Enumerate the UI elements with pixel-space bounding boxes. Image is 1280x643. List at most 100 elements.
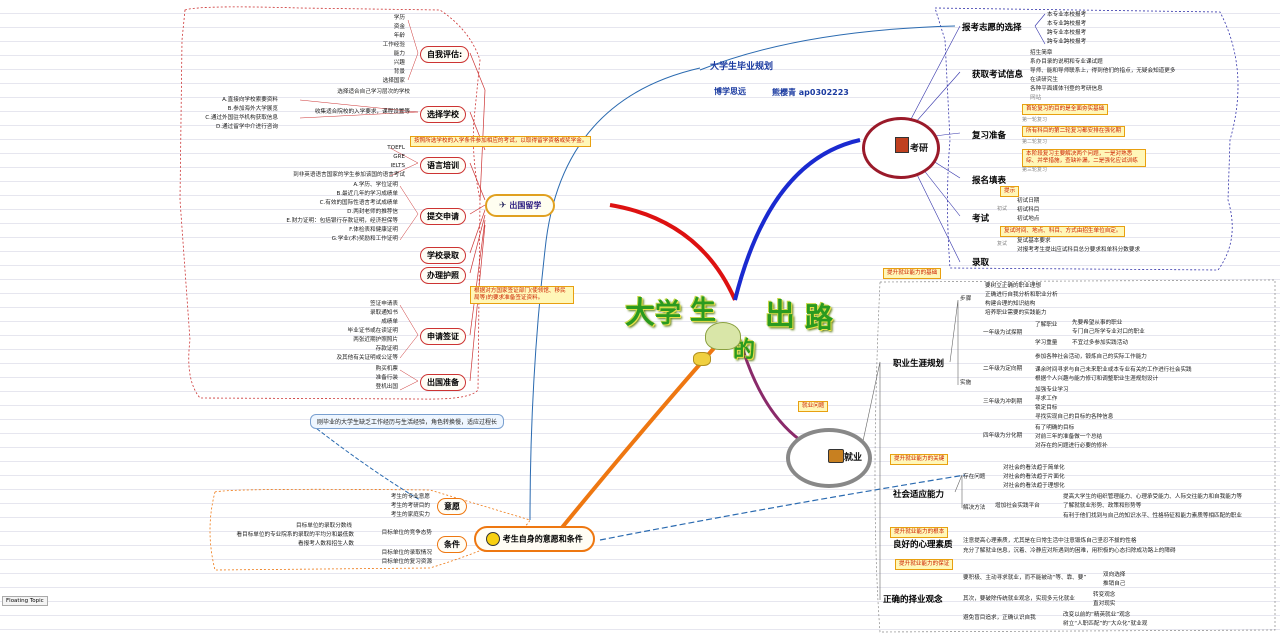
lang-item[interactable]: GRE (393, 154, 405, 160)
year4-item[interactable]: 有了明确的目标 (1035, 425, 1075, 431)
info-item[interactable]: 招生简章 (1030, 50, 1053, 56)
cond-item[interactable]: 看报考人数和招生人数 (298, 541, 354, 547)
view-line-sub[interactable]: 推销自己 (1103, 581, 1126, 587)
career-step[interactable]: 正确进行自我分析和职业分析 (985, 292, 1058, 298)
node-career-view[interactable]: 正确的择业观念 (883, 595, 943, 605)
year1-item[interactable]: 学习重量 (1035, 340, 1058, 346)
exam-retest-note[interactable]: 复试时间、地点、科目、方式由招生单位自定。 (1000, 226, 1126, 237)
visa-item[interactable]: 签证申请表 (370, 301, 398, 307)
info-item[interactable]: 各种平面媒体刊登的考研信息 (1030, 86, 1103, 92)
depart-item[interactable]: 登机出国 (375, 384, 398, 390)
node-mental-quality[interactable]: 良好的心理素质 (893, 540, 953, 550)
career-step[interactable]: 培养职业需要的实践能力 (985, 310, 1047, 316)
cond-item[interactable]: 目标单位的录取情况 (381, 550, 432, 556)
review-round3[interactable]: 本阶段复习主要解决两个问题，一是对熟悉综、并举措施，查缺补漏，二是强化应试训练 (1022, 149, 1146, 167)
self-item[interactable]: 能力 (393, 51, 405, 57)
self-item[interactable]: 资金 (393, 24, 405, 30)
depart-item[interactable]: 购买机票 (375, 366, 398, 372)
will-item[interactable]: 考生的考研目的 (390, 503, 430, 509)
year1-sub[interactable]: 先要希望从事的职业 (1072, 320, 1123, 326)
branch-abroad[interactable]: ✈ 出国留学 (485, 194, 556, 217)
node-language[interactable]: 语言培训 (420, 157, 466, 174)
choose-item[interactable]: 本专业本校报考 (1047, 12, 1087, 18)
node-will[interactable]: 意愿 (437, 498, 467, 515)
node-career-plan[interactable]: 职业生涯规划 (893, 359, 945, 369)
apply-item[interactable]: G.学业(术)奖励和工作证明 (331, 236, 398, 242)
node-review-prep[interactable]: 复习准备 (972, 131, 1007, 141)
branch-job[interactable]: 就业 (786, 428, 872, 488)
self-item[interactable]: 选择国家 (382, 78, 405, 84)
year4-item[interactable]: 对存在的问题进行必要的修补 (1035, 443, 1108, 449)
node-social-adapt[interactable]: 社会适应能力 (893, 490, 945, 500)
year3-item[interactable]: 寻找实现自己的目标的各种信息 (1035, 414, 1114, 420)
cond-item[interactable]: 看目标单位的专业院系的录取的平均分和最低数 (236, 532, 354, 538)
apply-item[interactable]: A.学历、学位证明 (353, 182, 398, 188)
view-line[interactable]: 避免盲目追求，正确认识自我 (963, 615, 1036, 621)
school-note[interactable]: 选择适合自己学习层次的学校 (337, 89, 410, 95)
career-step[interactable]: 构建合理的知识结构 (985, 301, 1036, 307)
apply-item[interactable]: D.两封老师的推荐信 (347, 209, 398, 215)
floating-topic[interactable]: Floating Topic (2, 596, 48, 606)
school-item[interactable]: B.参加海外大学展览 (227, 106, 278, 112)
social-tag[interactable]: 提升就业能力的关键 (890, 454, 949, 465)
social-exist-item[interactable]: 对社会的看法趋于理想化 (1003, 483, 1065, 489)
visa-item[interactable]: 及其他有关证明或公证等 (336, 355, 398, 361)
visa-item[interactable]: 成绩单 (381, 319, 398, 325)
apply-item[interactable]: B.最近几年的学习成绩单 (336, 191, 398, 197)
exam-item[interactable]: 初试日期 (1017, 198, 1040, 204)
lang-item[interactable]: TOEFL (387, 145, 405, 151)
school-item[interactable]: A.直接向学校索要资料 (222, 97, 278, 103)
year1-sub[interactable]: 不宜过多参加实践活动 (1072, 340, 1128, 346)
view-line-sub[interactable]: 改变以前的“精英就业”观念 (1063, 612, 1131, 618)
exam-retest-item[interactable]: 对报考考生提出应试科目总分要求和单科分数要求 (1017, 247, 1141, 253)
visa-item[interactable]: 毕业证书或在读证明 (347, 328, 398, 334)
year3-item[interactable]: 锁定目标 (1035, 405, 1058, 411)
node-apply-visa[interactable]: 申请签证 (420, 328, 466, 345)
self-item[interactable]: 兴趣 (393, 60, 405, 66)
node-depart-prep[interactable]: 出国准备 (420, 374, 466, 391)
node-register[interactable]: 报名填表 (972, 176, 1007, 186)
lang-item[interactable]: IELTS (390, 163, 406, 169)
will-item[interactable]: 考生的专业意愿 (390, 494, 430, 500)
info-item[interactable]: 在读研究生 (1030, 77, 1058, 83)
mind-item[interactable]: 注意提高心理素质，尤其是在日常生活中注意锻炼自己坚忍不拔的性格 (963, 538, 1137, 544)
year1-item[interactable]: 了解职业 (1035, 322, 1058, 328)
choose-item[interactable]: 跨专业本校报考 (1047, 30, 1087, 36)
brand-heading[interactable]: 博学思远 (714, 87, 746, 96)
note-exam-qualify[interactable]: 按照所选学校的入学条件参加相应的考试，以取得留学资格或奖学金。 (410, 136, 592, 147)
year4-label[interactable]: 四年级为分化期 (983, 433, 1023, 439)
social-solve-item[interactable]: 有利于他们找到与自己的知识水平、性格特征和能力素质等相匹配的职业 (1063, 513, 1243, 519)
visa-item[interactable]: 存款证明 (375, 346, 398, 352)
year4-item[interactable]: 对前三年的准备做一个总结 (1035, 434, 1103, 440)
info-item[interactable]: 导师、能和导师联系上，得到他们的指点，无疑会知道更多 (1030, 68, 1176, 74)
view-tag[interactable]: 提升就业能力的保证 (895, 559, 954, 570)
year3-label[interactable]: 三年级为冲刺期 (983, 399, 1023, 405)
author-heading[interactable]: 熊樱青 ap0302223 (772, 88, 849, 97)
lang-item[interactable]: 到非英语语言国家的学生参加该国的语言考试 (293, 172, 405, 178)
exam-item[interactable]: 初试科目 (1017, 207, 1040, 213)
mind-tag[interactable]: 提升就业能力的根本 (890, 527, 949, 538)
exam-item[interactable]: 初试地点 (1017, 216, 1040, 222)
view-line-sub[interactable]: 转变观念 (1093, 592, 1116, 598)
visa-item[interactable]: 两张近期护照照片 (353, 337, 398, 343)
year2-item[interactable]: 根据个人兴趣与能力修订和调整职业生涯规划设计 (1035, 376, 1159, 382)
visa-item[interactable]: 录取通知书 (370, 310, 398, 316)
node-exam-info[interactable]: 获取考试信息 (972, 70, 1024, 80)
note-visa-docs[interactable]: 根据对方国家签证部门(使领馆、移民局等)的要求准备签证资料。 (470, 286, 574, 304)
node-exam[interactable]: 考试 (972, 214, 990, 224)
branch-own-condition[interactable]: 考生自身的意愿和条件 (474, 526, 595, 552)
social-solve-mid[interactable]: 增加社会实践平台 (995, 503, 1040, 509)
depart-item[interactable]: 准备行装 (375, 375, 398, 381)
node-choose-school[interactable]: 选择学校 (420, 106, 466, 123)
self-item[interactable]: 工作经验 (382, 42, 405, 48)
view-line[interactable]: 要积极、主动寻求就业，而不能被动“等、靠、要” (963, 575, 1087, 581)
exam-retest-item[interactable]: 复试基本要求 (1017, 238, 1051, 244)
social-solve-item[interactable]: 了解就就业形势、政策和形势等 (1063, 503, 1142, 509)
cond-item[interactable]: 目标单位的复习资源 (381, 559, 432, 565)
year2-label[interactable]: 二年级为定向期 (983, 366, 1023, 372)
view-line-sub[interactable]: 直对现实 (1093, 601, 1116, 607)
plan-heading[interactable]: 大学生毕业规划 (710, 62, 774, 72)
node-school-admit[interactable]: 学校录取 (420, 247, 466, 264)
year1-sub[interactable]: 专门自己所学专业对口的职业 (1072, 329, 1145, 335)
node-submit-apply[interactable]: 提交申请 (420, 208, 466, 225)
